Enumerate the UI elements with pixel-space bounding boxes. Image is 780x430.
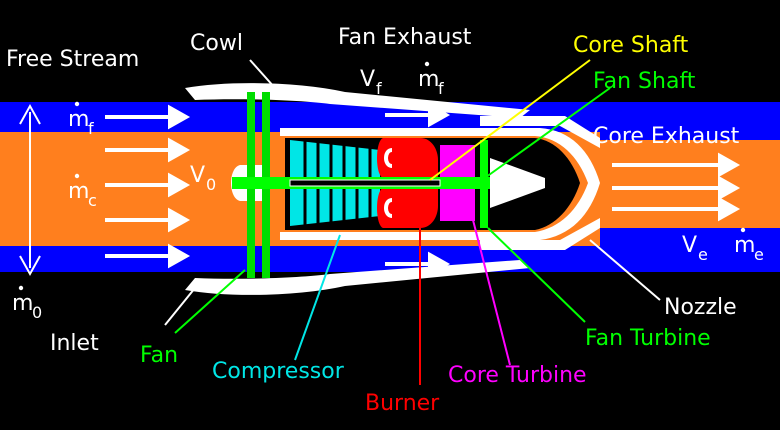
burner-flame-bottom (384, 198, 393, 218)
core-shaft (289, 179, 441, 187)
fan-label: Fan (140, 343, 178, 368)
mf-left-subscript: f (88, 119, 94, 138)
cowl-bottom (185, 260, 530, 295)
me-symbol: m (734, 233, 755, 258)
m0-symbol: m (12, 291, 33, 316)
burner-flame-top (384, 148, 393, 168)
fan-shaft-label: Fan Shaft (593, 69, 696, 94)
burner-top (377, 138, 438, 178)
mc-subscript: c (88, 191, 97, 210)
inlet-flow-arrows (105, 104, 191, 269)
ve-subscript: e (698, 245, 708, 264)
fan-turbine-label: Fan Turbine (585, 326, 711, 351)
cowl-leader (249, 59, 276, 89)
v0-symbol-group: V 0 (190, 163, 216, 194)
exit-symbols: V e m e (682, 227, 764, 264)
core-turbine-bottom (440, 188, 475, 221)
mc-symbol: m (68, 179, 89, 204)
nozzle-upper (480, 116, 600, 148)
mf-left-symbol-group: m f (68, 101, 94, 138)
compressor-leader (294, 234, 341, 361)
free-stream-label: Free Stream (6, 47, 139, 72)
v0-subscript: 0 (206, 175, 216, 194)
me-subscript: e (754, 245, 764, 264)
tail-cone (490, 158, 545, 208)
cowl-top (185, 83, 530, 118)
core-exhaust-label: Core Exhaust (593, 124, 740, 149)
mf-top-dot (424, 61, 430, 67)
inlet-label: Inlet (50, 331, 99, 356)
core-exhaust-arrows (612, 152, 741, 222)
m0-subscript: 0 (32, 303, 42, 322)
fan-leader (174, 269, 246, 334)
inlet-leader (164, 287, 196, 326)
mf-top-subscript: f (438, 79, 444, 98)
burner-label: Burner (365, 391, 440, 416)
mf-left-symbol: m (68, 107, 89, 132)
vf-symbol: V (360, 67, 375, 92)
ve-symbol: V (682, 233, 697, 258)
fan-exhaust-arrows (385, 102, 451, 277)
nozzle-leader (589, 239, 661, 301)
me-dot (740, 227, 746, 233)
core-shaft-label: Core Shaft (573, 33, 689, 58)
core-casing (280, 128, 600, 240)
nozzle-lower (480, 218, 600, 250)
cowl-label: Cowl (190, 31, 243, 56)
burner-bottom (377, 188, 438, 228)
m0-symbol-group: m 0 (12, 285, 42, 322)
fan-exhaust-symbols: V f m f (360, 61, 444, 98)
fan-turbine-leader (487, 227, 586, 323)
leader-lines (164, 59, 661, 385)
nozzle-label: Nozzle (664, 295, 737, 320)
core-turbine-label: Core Turbine (448, 363, 587, 388)
core-shaft-leader (429, 59, 591, 181)
mf-top-symbol: m (418, 67, 439, 92)
fan-shaft-leader (474, 87, 611, 186)
mf-left-dot (74, 101, 80, 107)
fan-exhaust-label: Fan Exhaust (338, 25, 472, 50)
mdot0-span-arrow (19, 103, 41, 277)
vf-subscript: f (376, 79, 382, 98)
mc-dot (74, 173, 80, 179)
core-turbine-leader (472, 219, 511, 366)
v0-symbol: V (190, 163, 205, 188)
compressor-label: Compressor (212, 359, 345, 384)
mc-symbol-group: m c (68, 173, 97, 210)
m0-dot (18, 285, 24, 291)
